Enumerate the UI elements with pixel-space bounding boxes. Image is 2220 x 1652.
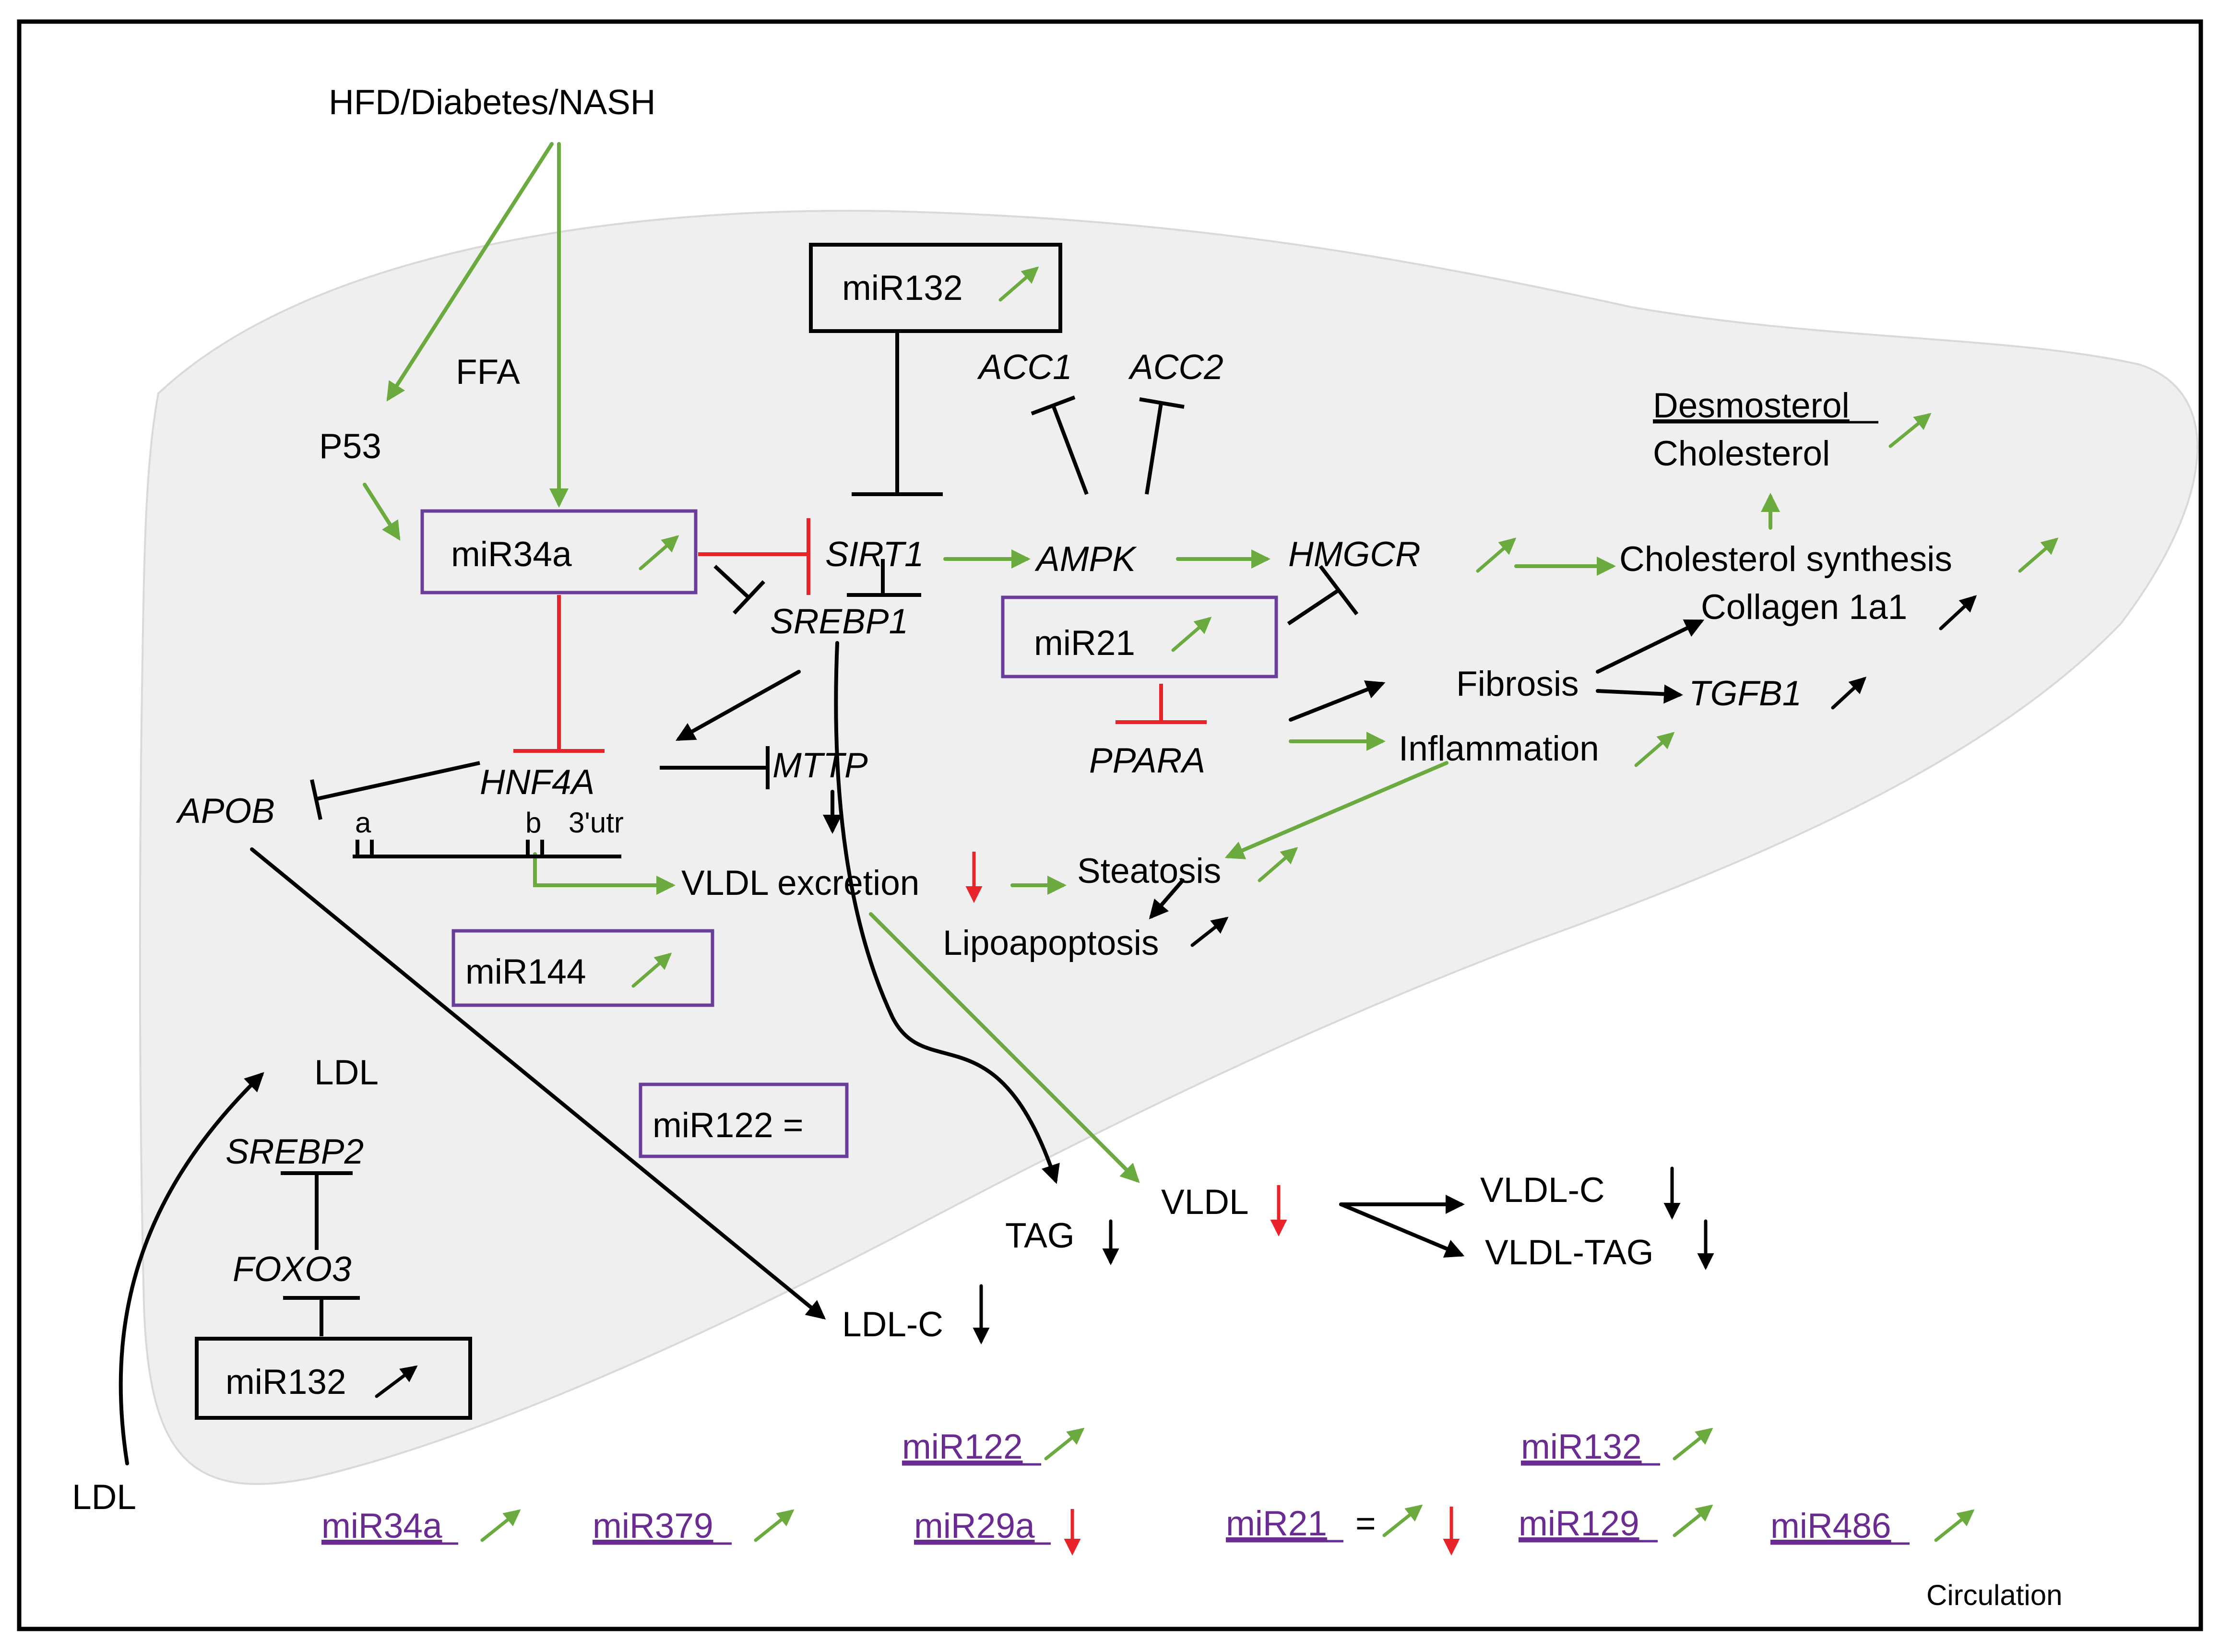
label-foxo3: FOXO3	[233, 1250, 351, 1289]
label-tgfb1: TGFB1	[1689, 674, 1802, 713]
box-mir34a	[420, 509, 698, 594]
label-collagen: Collagen 1a1	[1701, 588, 1907, 627]
label-ldl-bottom: LDL	[72, 1478, 136, 1517]
label-cholesterol: Cholesterol	[1653, 434, 1830, 473]
arrow-fibrosis-to-tgfb1	[1596, 684, 1683, 704]
label-hfd: HFD/Diabetes/NASH	[329, 83, 656, 122]
label-mir144: miR144	[465, 952, 586, 991]
label-sirt1: SIRT1	[825, 535, 924, 574]
label-srebp1: SREBP1	[770, 602, 908, 641]
arrow-inflammation-to-steatosis	[1224, 761, 1448, 859]
box-mir21	[1001, 595, 1278, 678]
arrow-steatosis-to-lipoapoptosis	[1149, 879, 1185, 920]
activation-arrows	[363, 142, 1780, 1183]
circ-mir29a: miR29a	[914, 1507, 1035, 1545]
box-mir132-bottom	[195, 1337, 472, 1420]
label-3utr: 3'utr	[569, 807, 624, 839]
label-mir122-box: miR122 =	[653, 1106, 803, 1145]
decrease-trend-arrows-red	[965, 852, 1460, 1556]
arrow-srebp1-to-tag	[834, 641, 1060, 1184]
circ-mir21-equals: =	[1355, 1504, 1376, 1543]
label-inflammation: Inflammation	[1399, 729, 1599, 768]
box-mir144	[451, 929, 714, 1007]
node-labels: HFD/Diabetes/NASH FFA P53 miR34a SIRT1 S…	[72, 83, 2062, 1611]
label-hmgcr: HMGCR	[1288, 535, 1421, 574]
circulation-underlines	[321, 1463, 1910, 1545]
label-vldl: VLDL	[1161, 1183, 1249, 1222]
label-tag: TAG	[1005, 1216, 1075, 1255]
label-srebp2: SREBP2	[226, 1132, 364, 1171]
label-vldl-excretion: VLDL excretion	[681, 864, 919, 903]
label-p53: P53	[319, 427, 381, 466]
inhibition-red	[513, 518, 1207, 753]
circ-mir122: miR122	[902, 1427, 1023, 1466]
black-connectors	[281, 331, 1359, 1336]
label-apob: APOB	[176, 792, 275, 831]
label-steatosis: Steatosis	[1077, 852, 1221, 891]
arrow-ppara-to-fibrosis	[1289, 680, 1386, 722]
label-desmosterol: Desmosterol	[1653, 386, 1850, 425]
black-arrows	[119, 619, 1705, 1465]
arrow-ldl-uptake	[119, 1072, 264, 1465]
label-vldl-c: VLDL-C	[1480, 1171, 1605, 1210]
label-acc2: ACC2	[1128, 348, 1223, 387]
label-lipoapoptosis: Lipoapoptosis	[943, 924, 1159, 963]
circ-mir379: miR379	[593, 1507, 713, 1545]
increase-trend-arrows	[480, 266, 2059, 1542]
label-mir34a: miR34a	[451, 535, 572, 574]
mirna-boxes	[195, 243, 1278, 1420]
label-ldl-top: LDL	[314, 1053, 379, 1092]
circ-mir21: miR21	[1226, 1504, 1327, 1543]
circ-mir486: miR486	[1770, 1507, 1891, 1545]
label-fibrosis: Fibrosis	[1456, 665, 1579, 703]
label-circulation: Circulation	[1926, 1579, 2062, 1611]
label-mttp: MTTP	[772, 746, 868, 785]
circ-mir129: miR129	[1519, 1504, 1639, 1543]
arrow-hnf4a-site-to-vldl-excretion	[533, 852, 676, 895]
liver-shape	[139, 210, 2198, 1485]
arrow-srebp1-to-hnf4a	[676, 670, 801, 741]
label-cholesterol-synthesis: Cholesterol synthesis	[1619, 540, 1952, 579]
label-mir132-top: miR132	[842, 269, 963, 308]
black-trend-arrows	[375, 595, 1977, 1398]
label-mir132-bottom: miR132	[226, 1363, 346, 1402]
label-ffa: FFA	[456, 353, 520, 392]
circ-mir34a: miR34a	[321, 1507, 442, 1545]
arrow-apob-to-ldlc	[250, 847, 826, 1320]
arrow-hfd-to-p53	[386, 142, 554, 402]
arrow-p53-to-mir34a	[363, 483, 401, 541]
label-ldl-c: LDL-C	[842, 1305, 943, 1344]
label-mir21: miR21	[1034, 624, 1135, 663]
label-ppara: PPARA	[1089, 741, 1205, 780]
label-site-a: a	[355, 807, 371, 839]
label-acc1: ACC1	[977, 348, 1072, 387]
arrow-vldl-to-vldltag	[1339, 1202, 1465, 1258]
label-hnf4a: HNF4A	[480, 763, 594, 802]
label-site-b: b	[525, 807, 541, 839]
label-vldl-tag: VLDL-TAG	[1485, 1233, 1654, 1272]
label-ampk: AMPK	[1034, 540, 1137, 579]
box-mir132-top	[809, 243, 1062, 333]
arrow-fibrosis-to-collagen	[1596, 619, 1705, 674]
arrow-vldl-excretion-to-vldl	[869, 912, 1140, 1183]
box-mir122	[639, 1082, 849, 1158]
circulation-mirnas: miR122 miR132 miR34a miR379 miR29a miR21…	[321, 1427, 1891, 1545]
circ-mir132: miR132	[1521, 1427, 1642, 1466]
